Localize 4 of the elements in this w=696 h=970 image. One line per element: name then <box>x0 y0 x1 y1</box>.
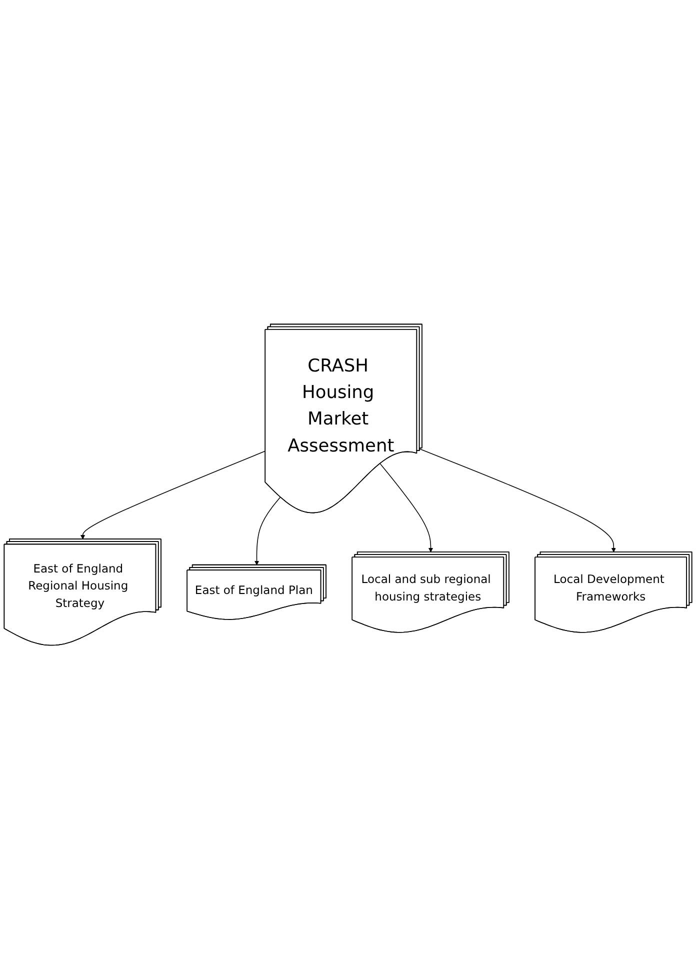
arrow <box>380 464 434 553</box>
arrow <box>419 448 616 553</box>
arrow <box>254 496 281 566</box>
arrow <box>80 450 266 540</box>
